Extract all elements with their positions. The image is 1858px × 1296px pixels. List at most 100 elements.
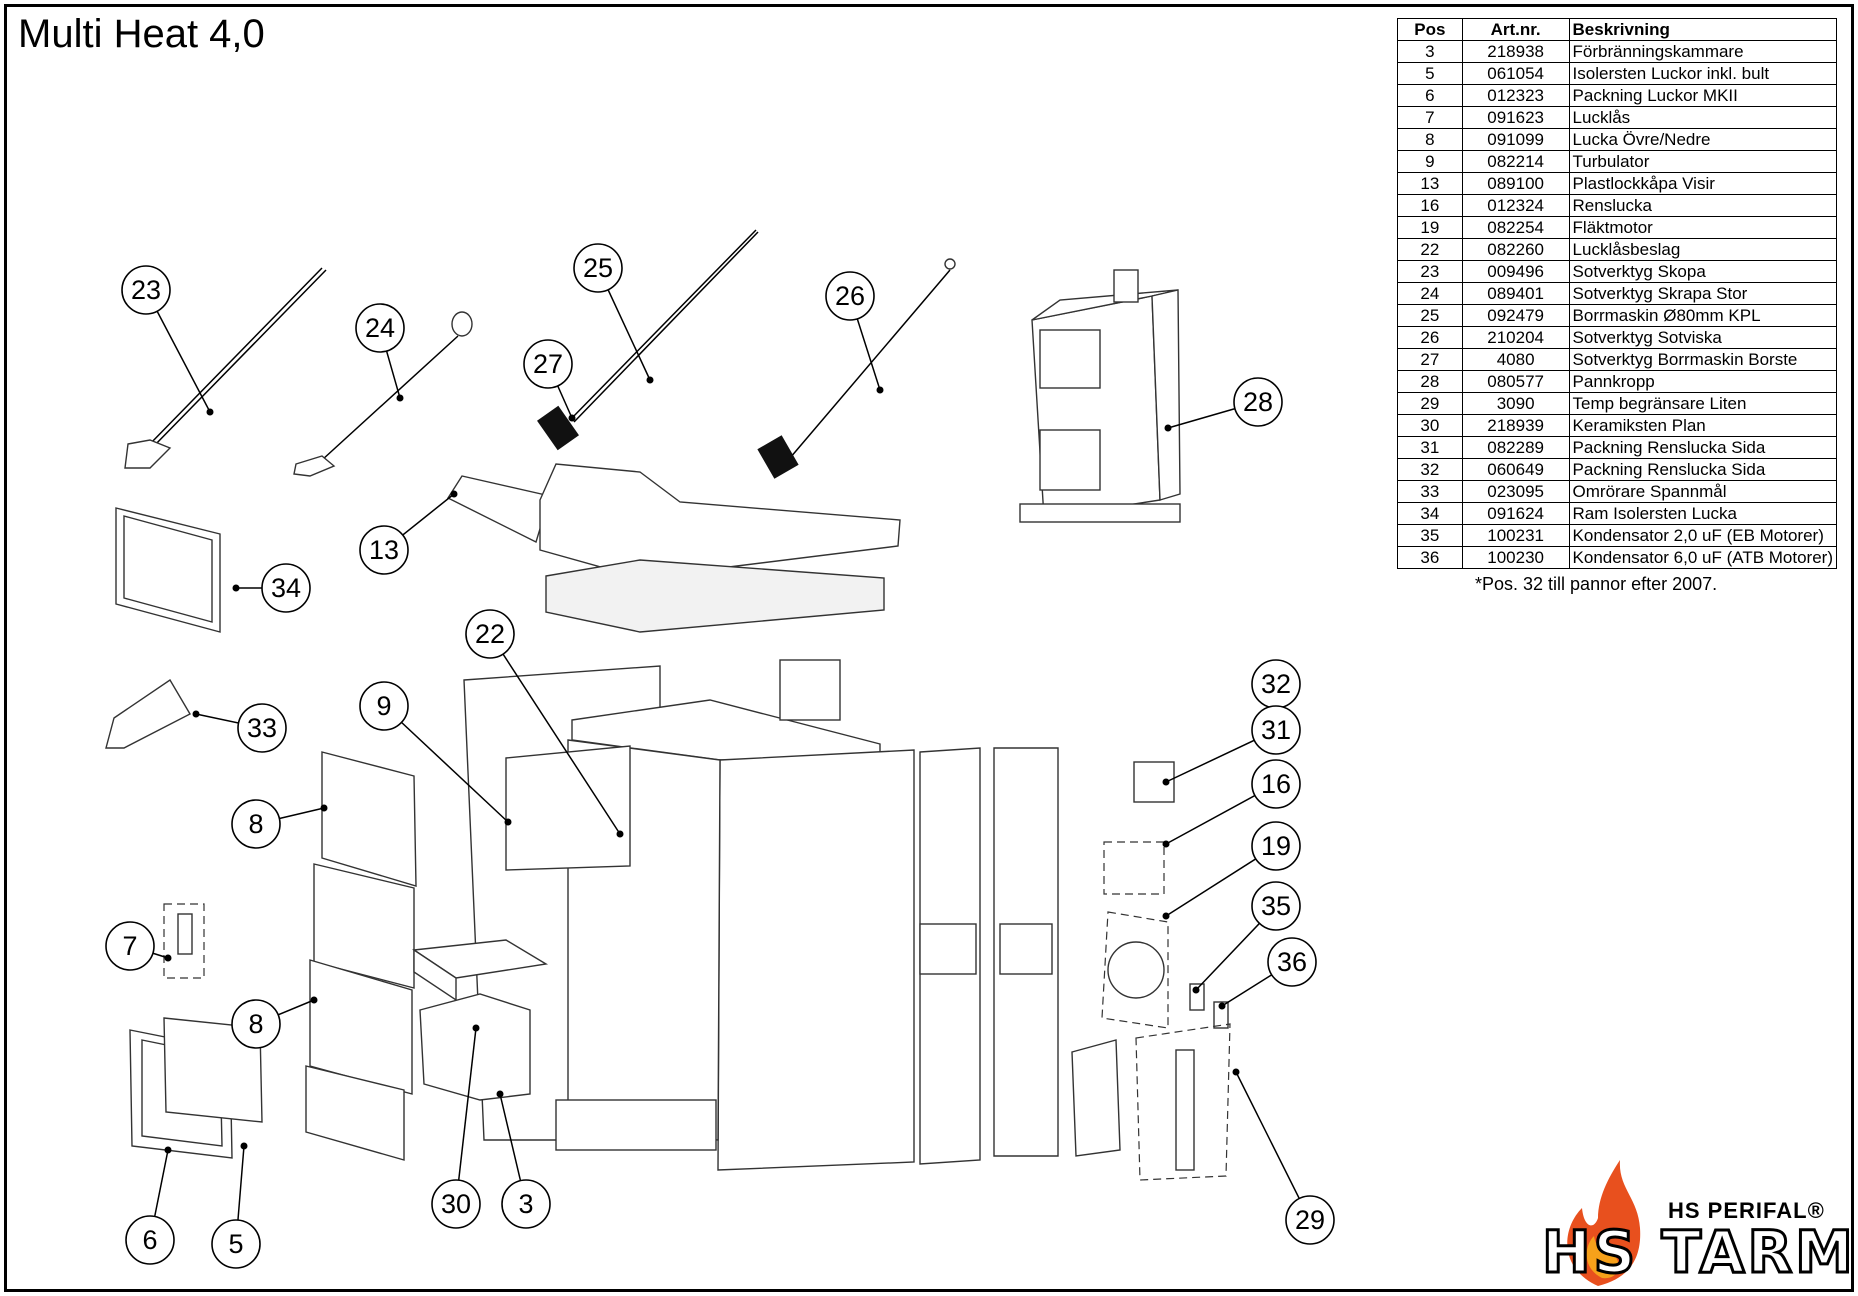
cell-art-nr: 092479 [1461,304,1570,327]
cell-beskrivning: Kondensator 2,0 uF (EB Motorer) [1568,524,1838,547]
header-beskrivning: Beskrivning [1568,18,1838,41]
cell-beskrivning: Sotverktyg Skopa [1568,260,1838,283]
callout-9: 9 [359,681,409,731]
svg-text:32: 32 [1261,669,1291,699]
callout-arrowhead [1192,986,1200,994]
part-23-shovel [124,267,327,469]
callout-arrowhead [568,414,576,422]
callout-arrowhead [1162,912,1170,920]
cell-art-nr: 012323 [1461,84,1570,107]
part-8-upper-door [313,751,417,989]
part-19-fan-motor [1101,911,1169,1029]
cell-pos: 7 [1397,106,1463,129]
part-29-temp-limiter [1071,1023,1231,1181]
callout-arrowhead [876,386,884,394]
cell-art-nr: 218938 [1461,40,1570,63]
svg-text:27: 27 [533,349,563,379]
callout-33: 33 [237,703,287,753]
cell-pos: 27 [1397,348,1463,371]
cell-pos: 9 [1397,150,1463,173]
callout-7: 7 [105,921,155,971]
cell-art-nr: 082289 [1461,436,1570,459]
cell-pos: 34 [1397,502,1463,525]
cell-pos: 8 [1397,128,1463,151]
callout-23: 23 [121,265,171,315]
cell-beskrivning: Ram Isolersten Lucka [1568,502,1838,525]
cell-pos: 23 [1397,260,1463,283]
svg-text:22: 22 [475,619,505,649]
part-34-frame [115,507,221,633]
svg-text:7: 7 [122,931,137,961]
callout-leader [383,705,509,823]
part-26-sweep [757,258,956,479]
cell-pos: 31 [1397,436,1463,459]
callout-22: 22 [465,609,515,659]
svg-text:23: 23 [131,275,161,305]
callout-19: 19 [1251,821,1301,871]
callout-arrowhead [1162,840,1170,848]
callout-arrowhead [310,996,318,1004]
callout-36: 36 [1267,937,1317,987]
svg-text:8: 8 [248,1009,263,1039]
callout-arrowhead [646,376,654,384]
callout-31: 31 [1251,705,1301,755]
svg-text:13: 13 [369,535,399,565]
part-3-combustion-chamber [419,993,531,1101]
svg-text:35: 35 [1261,891,1291,921]
cell-beskrivning: Temp begränsare Liten [1568,392,1838,415]
cell-art-nr: 091623 [1461,106,1570,129]
callout-arrowhead [192,710,200,718]
cell-beskrivning: Borrmaskin Ø80mm KPL [1568,304,1838,327]
callout-leader [1235,1071,1311,1221]
cell-beskrivning: Lucklås [1568,106,1838,129]
cell-beskrivning: Sotverktyg Sotviska [1568,326,1838,349]
callout-29: 29 [1285,1195,1335,1245]
part-33-stirrer [105,679,191,749]
cell-beskrivning: Lucklåsbeslag [1568,238,1838,261]
svg-text:33: 33 [247,713,277,743]
svg-text:5: 5 [228,1229,243,1259]
cell-beskrivning: Turbulator [1568,150,1838,173]
svg-text:36: 36 [1277,947,1307,977]
cell-beskrivning: Fläktmotor [1568,216,1838,239]
cell-art-nr: 3090 [1461,392,1570,415]
callout-arrowhead [504,818,512,826]
cell-pos: 19 [1397,216,1463,239]
part-13-cover [446,463,901,633]
flame-icon [1567,1160,1641,1286]
svg-text:8: 8 [248,809,263,839]
header-art-nr: Art.nr. [1461,18,1570,41]
cell-art-nr: 089100 [1461,172,1570,195]
callout-8: 8 [231,799,281,849]
svg-text:16: 16 [1261,769,1291,799]
callout-27: 27 [523,339,573,389]
callout-8: 8 [231,999,281,1049]
cell-beskrivning: Sotverktyg Borrmaskin Borste [1568,348,1838,371]
cell-pos: 36 [1397,546,1463,569]
cell-beskrivning: Plastlockkåpa Visir [1568,172,1838,195]
logo-subtitle: HS PERIFAL® [1668,1198,1825,1223]
callout-26: 26 [825,271,875,321]
svg-text:24: 24 [365,313,395,343]
callout-28: 28 [1233,377,1283,427]
callout-arrowhead [496,1090,504,1098]
callout-arrowhead [396,394,404,402]
cell-art-nr: 061054 [1461,62,1570,85]
part-16-cleaning-door [1103,841,1165,895]
header-pos: Pos [1397,18,1463,41]
cell-beskrivning: Omrörare Spannmål [1568,480,1838,503]
part-30-ceramic [412,939,549,1002]
cell-pos: 3 [1397,40,1463,63]
cell-pos: 13 [1397,172,1463,195]
